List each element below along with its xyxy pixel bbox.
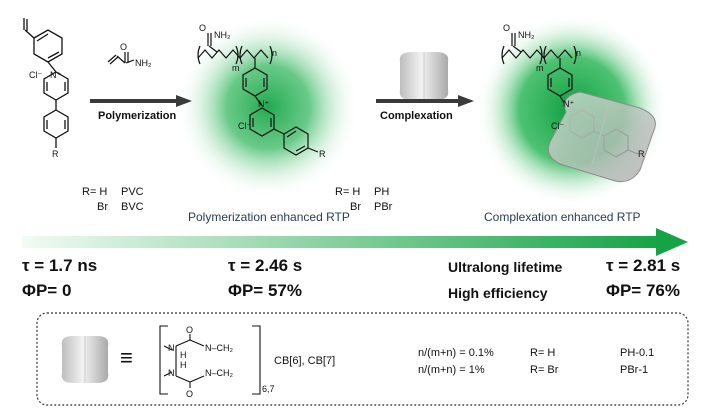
complex-r: R — [638, 149, 645, 159]
ratio-1-name: PH-0.1 — [620, 347, 655, 359]
cb-n-1: N — [168, 343, 175, 353]
polymer-n: n — [272, 48, 277, 58]
polymer-o: O — [199, 23, 206, 33]
acrylamide-structure — [107, 52, 135, 65]
polymerization-rtp-caption: Polymerization enhanced RTP — [188, 210, 350, 224]
polymer-cl: Cl⁻ — [238, 121, 251, 131]
cb-o-bottom: O — [186, 389, 193, 399]
cb-o-top: O — [186, 325, 193, 335]
complex-o: O — [503, 23, 510, 33]
monomer-cl: Cl⁻ — [29, 70, 42, 80]
cb-h-2: H — [180, 360, 187, 370]
monomer-quantum-yield: ΦP= 0 — [22, 281, 72, 300]
polymer-structure — [197, 33, 319, 156]
monomer-r-br-label: Br — [97, 201, 108, 213]
monomer-r-h-label: R= H — [82, 186, 108, 198]
complex-quantum-yield: ΦP= 76% — [606, 281, 680, 300]
polymer-pbr-name: PBr — [374, 201, 393, 213]
complex-lifetime: τ = 2.81 s — [606, 256, 681, 275]
complex-structure — [501, 33, 577, 107]
polymer-glow — [176, 15, 360, 199]
ratio-1: n/(m+n) = 0.1% — [418, 347, 494, 359]
polymerization-arrow-head — [176, 95, 192, 107]
polymer-nh2: NH₂ — [214, 30, 231, 40]
ratio-2: n/(m+n) = 1% — [418, 364, 485, 376]
monomer-r: R — [52, 149, 59, 159]
acrylamide-nh2: NH₂ — [135, 58, 152, 68]
feature-high-efficiency: High efficiency — [448, 285, 548, 301]
polymer-quantum-yield: ΦP= 57% — [228, 281, 302, 300]
rtp-gradient-arrow-head — [656, 228, 688, 256]
cb-repeat-unit — [159, 325, 261, 395]
polymer-ph-name: PH — [374, 186, 390, 198]
ratio-1-r: R= H — [530, 347, 556, 359]
legend-barrel-icon — [61, 336, 109, 383]
monomer-lifetime: τ = 1.7 ns — [22, 256, 98, 275]
complex-cl: Cl⁻ — [551, 121, 564, 131]
cb-ch2-1: N–CH₂ — [205, 343, 234, 353]
polymer-lifetime: τ = 2.46 s — [228, 256, 303, 275]
polymer-m: m — [232, 63, 240, 73]
monomer-pvc-name: PVC — [121, 186, 144, 198]
complexation-arrow-head — [458, 95, 474, 107]
acrylamide-o: O — [120, 42, 127, 52]
cucurbituril-icon — [399, 52, 449, 100]
complex-barrel-icon — [547, 91, 656, 183]
complex-m: m — [536, 63, 544, 73]
complexation-label: Complexation — [380, 110, 453, 122]
rtp-gradient-arrow-shaft — [22, 236, 660, 248]
equivalence-sign: ≡ — [120, 345, 133, 370]
cb-h-1: H — [180, 350, 187, 360]
polymer-r: R — [319, 149, 326, 159]
complexation-rtp-caption: Complexation enhanced RTP — [484, 210, 641, 224]
polymer-r-h-label: R= H — [335, 186, 361, 198]
cb-names: CB[6], CB[7] — [274, 355, 336, 367]
ratio-2-name: PBr-1 — [620, 364, 649, 376]
cb-n-2: N — [168, 368, 175, 378]
monomer-structure — [23, 18, 69, 148]
monomer-bvc-name: BVC — [121, 201, 144, 213]
cb-subscript: 6,7 — [262, 384, 275, 394]
monomer-nplus: N⁺ — [50, 70, 61, 80]
complex-nplus: N⁺ — [563, 99, 574, 109]
polymer-nplus: N⁺ — [258, 99, 269, 109]
polymer-r-br-label: Br — [350, 201, 361, 213]
cb-ch2-2: N–CH₂ — [205, 368, 234, 378]
ratio-2-r: R= Br — [530, 364, 559, 376]
complex-nh2: NH₂ — [518, 30, 535, 40]
feature-ultralong-lifetime: Ultralong lifetime — [448, 259, 563, 275]
legend-box — [36, 312, 689, 406]
complex-n: n — [576, 48, 581, 58]
polymerization-label: Polymerization — [98, 110, 177, 122]
